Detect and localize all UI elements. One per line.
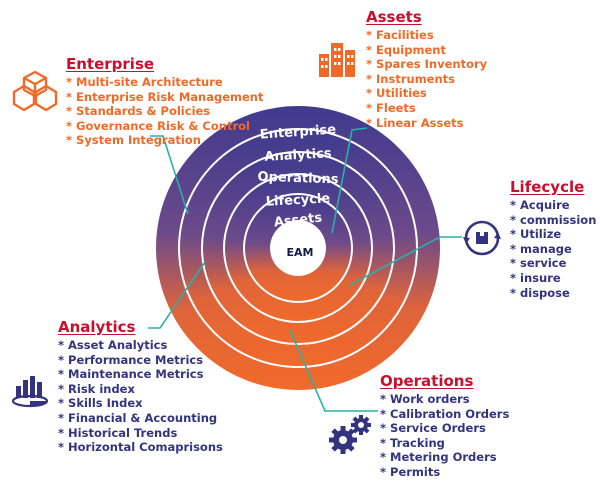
list-item: Horizontal Comaprisons — [58, 440, 223, 455]
list-item: manage — [510, 242, 596, 257]
list-item: Skills Index — [58, 396, 223, 411]
list-item: Acquire — [510, 198, 596, 213]
list-item: Service Orders — [380, 421, 509, 436]
list-item: Instruments — [366, 72, 487, 87]
analytics-panel: Analytics Asset Analytics Performance Me… — [58, 318, 223, 455]
list-item: Performance Metrics — [58, 353, 223, 368]
lifecycle-panel: Lifecycle Acquire commission Utilize man… — [510, 178, 596, 300]
list-item: Tracking — [380, 436, 509, 451]
list-item: Risk index — [58, 382, 223, 397]
enterprise-list: Multi-site Architecture Enterprise Risk … — [66, 75, 263, 148]
list-item: service — [510, 256, 596, 271]
list-item: Maintenance Metrics — [58, 367, 223, 382]
connector-analytics — [148, 261, 206, 329]
list-item: Equipment — [366, 43, 487, 58]
list-item: Financial & Accounting — [58, 411, 223, 426]
list-item: System Integration — [66, 133, 263, 148]
analytics-title: Analytics — [58, 318, 136, 336]
list-item: Governance Risk & Control — [66, 119, 263, 134]
list-item: Standards & Policies — [66, 104, 263, 119]
list-item: Utilize — [510, 227, 596, 242]
list-item: Fleets — [366, 101, 487, 116]
analytics-list: Asset Analytics Performance Metrics Main… — [58, 338, 223, 455]
list-item: Metering Orders — [380, 450, 509, 465]
list-item: Permits — [380, 465, 509, 480]
list-item: Spares Inventory — [366, 57, 487, 72]
list-item: Work orders — [380, 392, 509, 407]
connector-assets — [331, 127, 368, 234]
center-circle — [270, 220, 326, 276]
list-item: Multi-site Architecture — [66, 75, 263, 90]
operations-title: Operations — [380, 372, 474, 390]
lifecycle-list: Acquire commission Utilize manage servic… — [510, 198, 596, 300]
list-item: Utilities — [366, 86, 487, 101]
list-item: dispose — [510, 286, 596, 301]
lifecycle-title: Lifecycle — [510, 178, 585, 196]
assets-title: Assets — [366, 8, 422, 26]
enterprise-title: Enterprise — [66, 55, 155, 73]
list-item: Historical Trends — [58, 426, 223, 441]
assets-list: Facilities Equipment Spares Inventory In… — [366, 28, 487, 130]
operations-panel: Operations Work orders Calibration Order… — [380, 372, 509, 480]
connector-operations — [289, 329, 378, 412]
enterprise-panel: Enterprise Multi-site Architecture Enter… — [66, 55, 263, 148]
list-item: Enterprise Risk Management — [66, 90, 263, 105]
list-item: commission — [510, 213, 596, 228]
list-item: Facilities — [366, 28, 487, 43]
list-item: Calibration Orders — [380, 407, 509, 422]
list-item: insure — [510, 271, 596, 286]
list-item: Linear Assets — [366, 116, 487, 131]
center-label: EAM — [286, 246, 314, 259]
assets-panel: Assets Facilities Equipment Spares Inven… — [366, 8, 487, 130]
connector-lifecycle — [349, 236, 462, 286]
list-item: Asset Analytics — [58, 338, 223, 353]
operations-list: Work orders Calibration Orders Service O… — [380, 392, 509, 480]
